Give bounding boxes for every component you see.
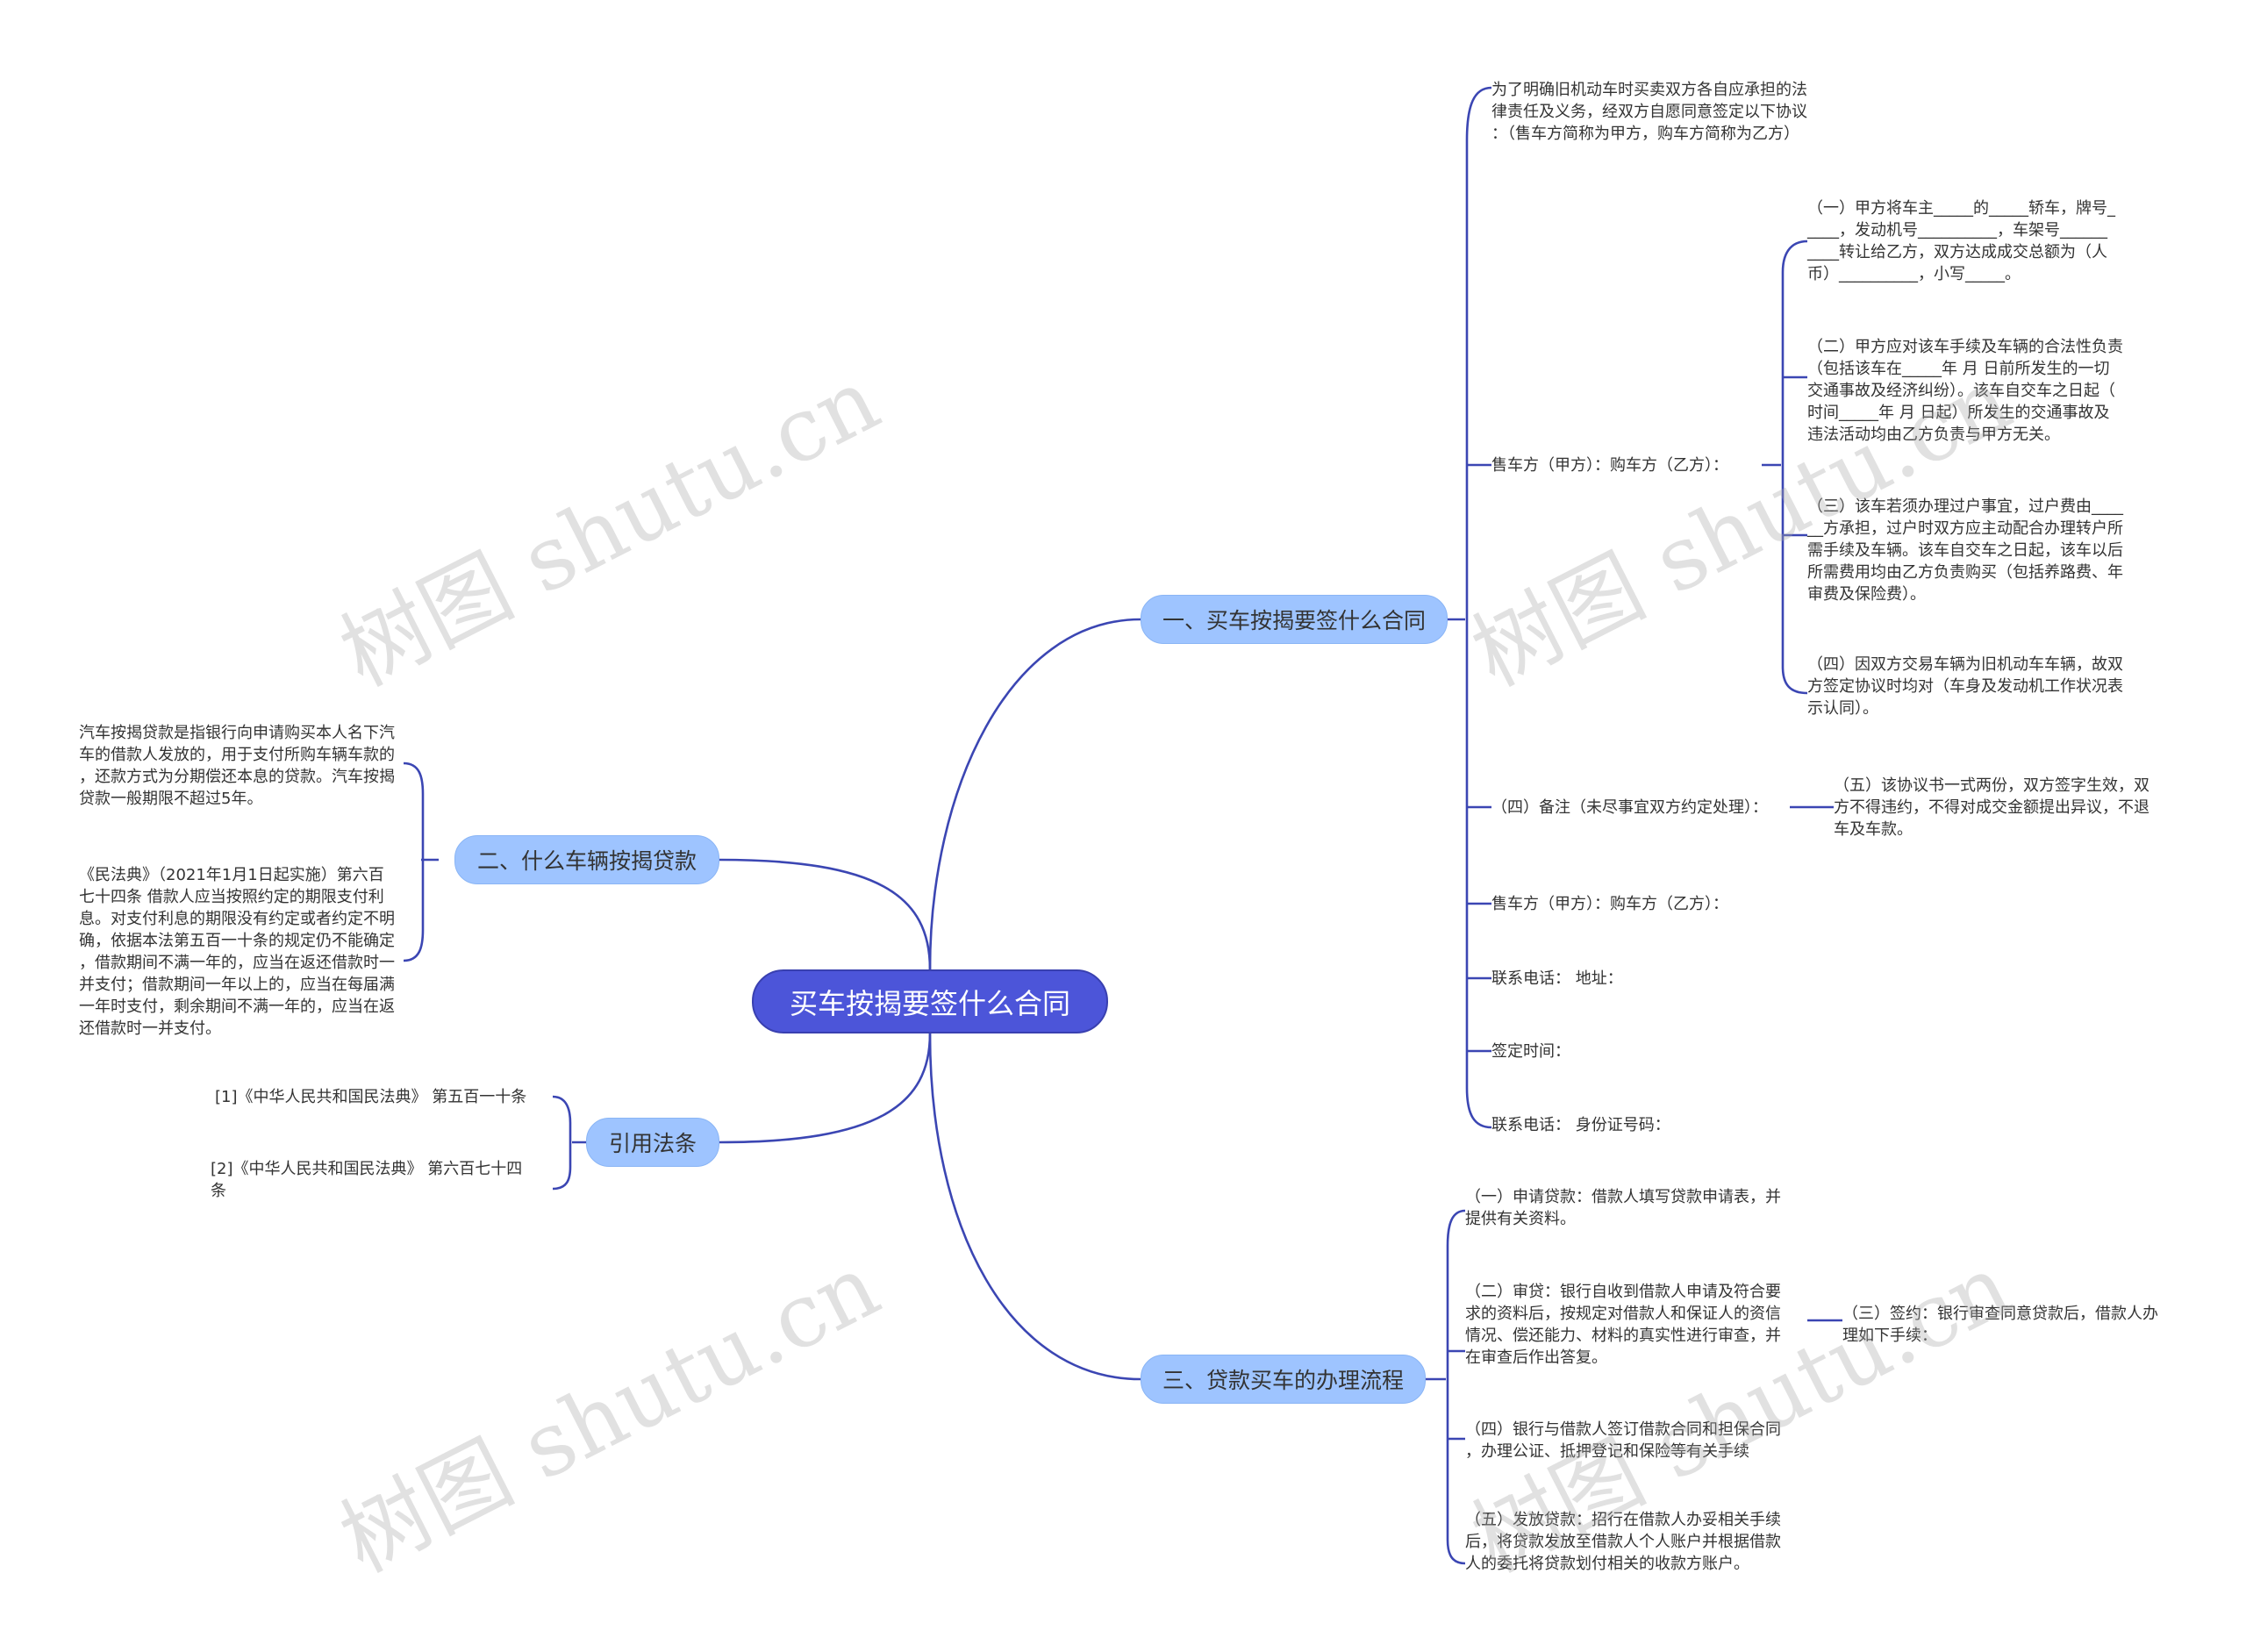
branch-loan-process[interactable]: 三、贷款买车的办理流程 [1141,1355,1426,1404]
leaf-contact-address[interactable]: 联系电话： 地址： [1491,969,1623,988]
link-b1-bracket [1448,86,1492,1129]
leaf-step-contract[interactable]: （四）银行与借款人签订借款合同和担保合同 ，办理公证、抵押登记和保险等有关手续 [1465,1420,1781,1461]
leaf-clause-4[interactable]: （四）因双方交易车辆为旧机动车车辆，故双 方签定协议时均对（车身及发动机工作状况… [1807,655,2123,718]
branch-contract[interactable]: 一、买车按揭要签什么合同 [1141,595,1448,644]
link-root-b3 [719,1033,932,1144]
leaf-clause-2[interactable]: （二）甲方应对该车手续及车辆的合法性负责 （包括该车在_____年 月 日前所发… [1807,338,2123,444]
leaf-clause-3[interactable]: （三）该车若须办理过户事宜，过户费由____ __方承担，过户时双方应主动配合办… [1807,497,2123,604]
leaf-step-disburse[interactable]: （五）发放贷款：招行在借款人办妥相关手续 后，将贷款发放至借款人个人账户并根据借… [1465,1511,1781,1573]
leaf-step-review[interactable]: （二）审贷：银行自收到借款人申请及符合要 求的资料后，按规定对借款人和保证人的资… [1465,1283,1781,1367]
leaf-loan-definition[interactable]: 汽车按揭贷款是指银行向申请购买本人名下汽 车的借款人发放的，用于支付所购车辆车款… [79,724,395,808]
leaf-parties-2[interactable]: 售车方（甲方）：购车方（乙方）： [1491,895,1728,913]
root-topic[interactable]: 买车按揭要签什么合同 [752,969,1108,1033]
link-b4-bracket [1426,1209,1466,1565]
link-root-b2 [719,858,932,970]
leaf-remark[interactable]: （四）备注（未尽事宜双方约定处理）： [1491,798,1768,817]
branch-citations[interactable]: 引用法条 [586,1118,719,1167]
link-root-b1 [928,618,1141,970]
leaf-citation-2[interactable]: [2]《中华人民共和国民法典》 第六百七十四 条 [211,1160,523,1200]
branch-loan-vehicle[interactable]: 二、什么车辆按揭贷款 [454,835,719,884]
leaf-clause-5[interactable]: （五）该协议书一式两份，双方签字生效，双 方不得违约，不得对成交金额提出异议，不… [1834,776,2149,839]
leaf-step-apply[interactable]: （一）申请贷款：借款人填写贷款申请表，并 提供有关资料。 [1465,1188,1781,1228]
leaf-parties-1[interactable]: 售车方（甲方）：购车方（乙方）： [1491,456,1728,475]
leaf-citation-1[interactable]: [1]《中华人民共和国民法典》 第五百一十条 [215,1088,527,1106]
link-root-b4 [928,1033,1141,1381]
link-parties-clauses [1762,240,1808,695]
leaf-clause-1[interactable]: （一）甲方将车主_____的_____轿车，牌号_ ____，发动机号_____… [1807,199,2115,283]
link-b2-bracket [403,762,439,962]
leaf-civil-code-674[interactable]: 《民法典》（2021年1月1日起实施）第六百 七十四条 借款人应当按照约定的期限… [79,866,395,1038]
leaf-sign-time[interactable]: 签定时间： [1491,1042,1570,1061]
link-b3-bracket [552,1095,590,1191]
leaf-intro[interactable]: 为了明确旧机动车时买卖双方各自应承担的法 律责任及义务，经双方自愿同意签定以下协… [1491,81,1807,143]
leaf-contact-id[interactable]: 联系电话： 身份证号码： [1491,1116,1670,1134]
leaf-step-sign[interactable]: （三）签约：银行审查同意贷款后，借款人办 理如下手续： [1842,1305,2158,1345]
